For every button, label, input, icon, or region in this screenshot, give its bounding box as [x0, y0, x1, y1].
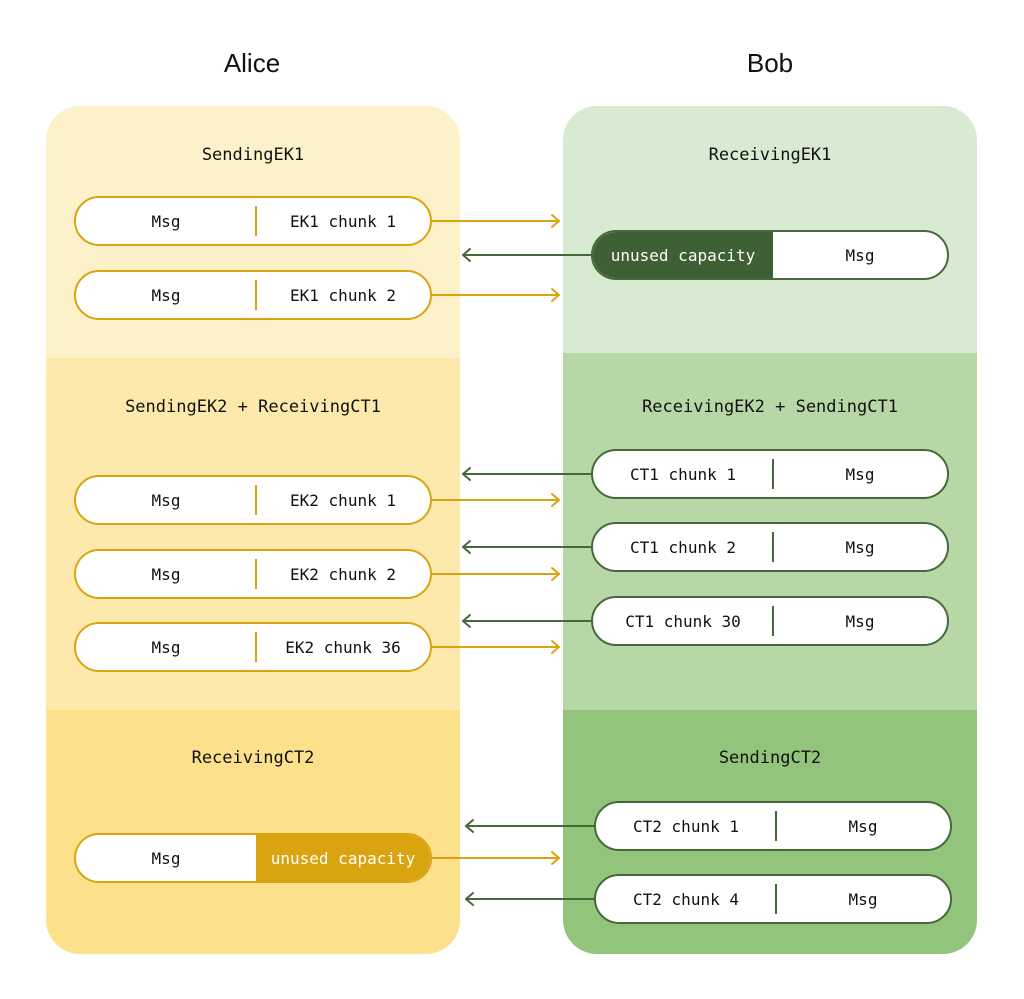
alice-state-label-1: SendingEK1 [201, 145, 305, 165]
payload-segment: EK2 chunk 2 [255, 551, 430, 597]
alice-message-ek1-chunk-1: Msg EK1 chunk 1 [74, 196, 432, 246]
alice-state-label-2: SendingEK2 + ReceivingCT1 [125, 397, 381, 417]
segment-divider [255, 632, 257, 662]
msg-segment: Msg [848, 816, 878, 836]
arrow-alice-to-bob-2 [431, 288, 560, 302]
payload-label: CT1 chunk 2 [630, 537, 736, 557]
bob-message-ct1-chunk-30: CT1 chunk 30 Msg [591, 596, 949, 646]
payload-label: CT1 chunk 1 [630, 464, 736, 484]
bob-state-label-2: ReceivingEK2 + SendingCT1 [642, 397, 898, 417]
msg-segment: Msg [845, 537, 875, 557]
payload-label: EK2 chunk 36 [285, 637, 401, 657]
bob-state-label-3: SendingCT2 [718, 748, 822, 768]
segment-divider [772, 532, 774, 562]
payload-segment: CT1 chunk 30 [593, 598, 774, 644]
bob-message-unused-capacity: unused capacity Msg [591, 230, 949, 280]
payload-segment: CT1 chunk 1 [593, 451, 774, 497]
arrow-bob-to-alice-6 [465, 892, 595, 906]
msg-segment: Msg [151, 564, 181, 584]
arrow-alice-to-bob-1 [431, 214, 560, 228]
msg-segment: Msg [151, 490, 181, 510]
msg-segment: Msg [151, 637, 181, 657]
msg-segment: Msg [845, 464, 875, 484]
segment-divider [255, 485, 257, 515]
msg-segment: Msg [151, 848, 181, 868]
party-title-alice: Alice [223, 48, 281, 78]
alice-message-unused-capacity: Msg unused capacity [74, 833, 432, 883]
bob-state-band-1 [563, 106, 977, 353]
payload-segment: CT2 chunk 1 [596, 803, 777, 849]
segment-divider [775, 811, 777, 841]
alice-message-ek2-chunk-36: Msg EK2 chunk 36 [74, 622, 432, 672]
unused-capacity-segment: unused capacity [256, 835, 430, 881]
arrow-bob-to-alice-4 [462, 614, 592, 628]
arrow-alice-to-bob-4 [431, 567, 560, 581]
alice-message-ek2-chunk-1: Msg EK2 chunk 1 [74, 475, 432, 525]
segment-divider [255, 206, 257, 236]
payload-label: CT2 chunk 1 [633, 816, 739, 836]
arrow-bob-to-alice-2 [462, 467, 592, 481]
bob-message-ct1-chunk-1: CT1 chunk 1 Msg [591, 449, 949, 499]
payload-label: CT1 chunk 30 [625, 611, 741, 631]
alice-state-band-3 [46, 710, 460, 954]
payload-segment: CT1 chunk 2 [593, 524, 774, 570]
payload-segment: EK2 chunk 1 [255, 477, 430, 523]
payload-segment: EK2 chunk 36 [255, 624, 430, 670]
payload-label: EK1 chunk 2 [290, 285, 396, 305]
arrow-bob-to-alice-1 [462, 248, 592, 262]
segment-divider [772, 459, 774, 489]
bob-state-label-1: ReceivingEK1 [708, 145, 832, 165]
segment-divider [255, 559, 257, 589]
payload-label: EK2 chunk 1 [290, 490, 396, 510]
segment-divider [775, 884, 777, 914]
arrow-alice-to-bob-6 [431, 851, 560, 865]
alice-state-label-3: ReceivingCT2 [191, 748, 315, 768]
segment-divider [772, 606, 774, 636]
bob-message-ct1-chunk-2: CT1 chunk 2 Msg [591, 522, 949, 572]
msg-segment: Msg [848, 889, 878, 909]
segment-divider [255, 280, 257, 310]
alice-message-ek2-chunk-2: Msg EK2 chunk 2 [74, 549, 432, 599]
msg-segment: Msg [845, 245, 875, 265]
alice-message-ek1-chunk-2: Msg EK1 chunk 2 [74, 270, 432, 320]
msg-segment: Msg [845, 611, 875, 631]
payload-segment: EK1 chunk 2 [255, 272, 430, 318]
party-title-bob: Bob [746, 48, 794, 78]
unused-capacity-segment: unused capacity [593, 232, 773, 278]
payload-label: EK1 chunk 1 [290, 211, 396, 231]
arrow-alice-to-bob-3 [431, 493, 560, 507]
msg-segment: Msg [151, 285, 181, 305]
payload-segment: CT2 chunk 4 [596, 876, 777, 922]
arrow-alice-to-bob-5 [431, 640, 560, 654]
payload-segment: EK1 chunk 1 [255, 198, 430, 244]
arrow-bob-to-alice-5 [465, 819, 595, 833]
payload-label: CT2 chunk 4 [633, 889, 739, 909]
payload-label: EK2 chunk 2 [290, 564, 396, 584]
arrow-bob-to-alice-3 [462, 540, 592, 554]
msg-segment: Msg [151, 211, 181, 231]
